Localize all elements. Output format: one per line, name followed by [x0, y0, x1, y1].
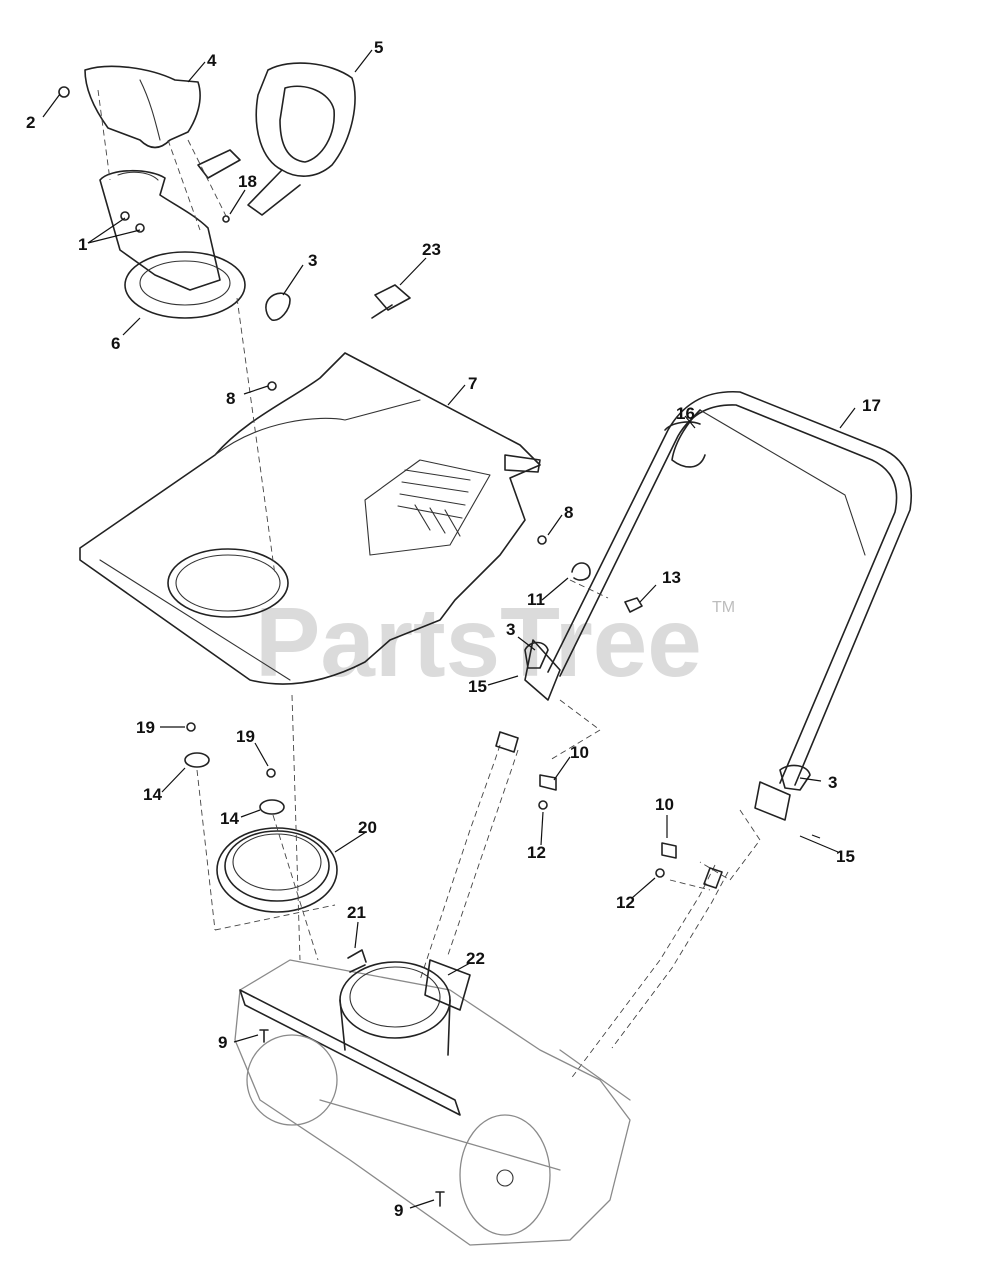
callout-3-middle: 3 [506, 620, 515, 639]
callout-3-top: 3 [308, 251, 317, 270]
callout-8-right: 8 [564, 503, 573, 522]
callout-12-right: 12 [616, 893, 635, 912]
callout-10-right: 10 [655, 795, 674, 814]
callout-23: 23 [422, 240, 441, 259]
cable-clip-11 [571, 562, 591, 581]
callout-8-top: 8 [226, 389, 235, 408]
leader-lines [42, 49, 856, 1209]
callout-14-left: 14 [143, 785, 162, 804]
callout-4: 4 [207, 51, 217, 70]
callout-12-left: 12 [527, 843, 546, 862]
callout-6: 6 [111, 334, 120, 353]
lower-handle-right [569, 842, 729, 1081]
callout-16: 16 [676, 404, 695, 423]
callout-10-left: 10 [570, 743, 589, 762]
callout-9-bottom: 9 [394, 1201, 403, 1220]
watermark-tm: TM [712, 599, 735, 616]
callout-15-left: 15 [468, 677, 487, 696]
washer-14 [184, 752, 285, 815]
callout-21: 21 [347, 903, 366, 922]
chute-ring-20 [216, 827, 338, 913]
chute-body [99, 169, 221, 291]
callout-15-right: 15 [836, 847, 855, 866]
callout-18: 18 [238, 172, 257, 191]
callout-20: 20 [358, 818, 377, 837]
cable-guide-16 [671, 409, 706, 468]
callout-3-right: 3 [828, 773, 837, 792]
handle-bracket-right [754, 764, 811, 821]
callout-5: 5 [374, 38, 383, 57]
callout-9-left: 9 [218, 1033, 227, 1052]
watermark: PartsTree TM [255, 587, 735, 697]
alignment-lines [97, 89, 761, 961]
callouts: 1 2 3 3 3 4 5 6 7 8 8 9 9 10 10 11 12 12… [26, 38, 881, 1220]
callout-19-right: 19 [236, 727, 255, 746]
callout-19-left: 19 [136, 718, 155, 737]
snow-thrower-housing [234, 959, 631, 1246]
chute-deflector [84, 65, 201, 149]
shear-clip-21 [347, 949, 367, 973]
knob-3-top [265, 292, 291, 321]
callout-1: 1 [78, 235, 87, 254]
chute-base-ring [124, 251, 246, 319]
callout-11: 11 [527, 590, 545, 609]
upper-handle [547, 390, 912, 786]
lower-handle-left [419, 731, 557, 981]
nut-13 [624, 597, 643, 613]
housing-bolt-9 [259, 1029, 445, 1207]
handle-bracket-left [524, 639, 561, 701]
callout-13: 13 [662, 568, 681, 587]
callout-14-right: 14 [220, 809, 239, 828]
chute-control-handle [197, 62, 356, 216]
callout-22: 22 [466, 949, 485, 968]
screw-19 [186, 722, 276, 778]
callout-7: 7 [468, 374, 477, 393]
chute-lock-clip [371, 284, 411, 319]
chute-tilt-bolts [58, 86, 230, 233]
shroud-cover [79, 352, 541, 685]
callout-2: 2 [26, 113, 35, 132]
callout-17: 17 [862, 396, 881, 415]
